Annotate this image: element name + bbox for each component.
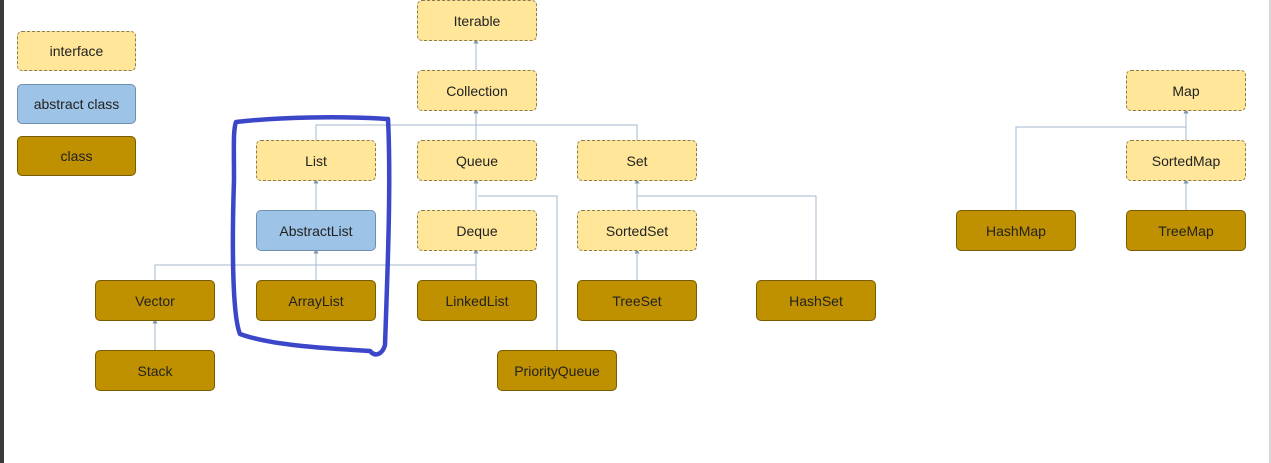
node-sortedmap-label: SortedMap <box>1151 152 1221 169</box>
node-hashset: HashSet <box>756 280 876 321</box>
node-set-label: Set <box>626 152 648 169</box>
node-set: Set <box>577 140 697 181</box>
node-deque: Deque <box>417 210 537 251</box>
window-right-edge <box>1269 0 1271 463</box>
node-stack: Stack <box>95 350 215 391</box>
node-sortedmap: SortedMap <box>1126 140 1246 181</box>
node-vector: Vector <box>95 280 215 321</box>
edge-hashmap-sortedmap-map <box>1015 111 1186 210</box>
node-arraylist-label: ArrayList <box>288 292 344 309</box>
node-treemap-label: TreeMap <box>1158 222 1214 239</box>
window-left-edge <box>0 0 4 463</box>
legend-class: class <box>17 136 136 176</box>
node-treeset-label: TreeSet <box>612 292 662 309</box>
node-abstractlist-label: AbstractList <box>279 222 353 239</box>
node-arraylist: ArrayList <box>256 280 376 321</box>
edge-list-queue-set-collection <box>315 111 638 140</box>
node-sortedset-label: SortedSet <box>605 222 669 239</box>
node-treemap: TreeMap <box>1126 210 1246 251</box>
node-hashmap: HashMap <box>956 210 1076 251</box>
legend-class-label: class <box>60 148 93 164</box>
node-priorityqueue-label: PriorityQueue <box>514 362 600 379</box>
node-queue-label: Queue <box>455 152 499 169</box>
node-vector-label: Vector <box>135 292 175 309</box>
node-iterable-label: Iterable <box>453 12 501 29</box>
node-iterable: Iterable <box>417 0 537 41</box>
node-map-label: Map <box>1172 82 1200 99</box>
edge-lists-abstractlist <box>154 251 477 280</box>
node-map: Map <box>1126 70 1246 111</box>
legend-abstract-class-label: abstract class <box>33 96 120 112</box>
legend-interface: interface <box>17 31 136 71</box>
node-collection-label: Collection <box>446 82 508 99</box>
node-sortedset: SortedSet <box>577 210 697 251</box>
node-hashset-label: HashSet <box>789 292 843 309</box>
node-linkedlist: LinkedList <box>417 280 537 321</box>
node-queue: Queue <box>417 140 537 181</box>
hand-drawn-highlight-box <box>230 115 392 357</box>
node-priorityqueue: PriorityQueue <box>497 350 617 391</box>
node-stack-label: Stack <box>137 362 173 379</box>
edge-sortedset-hashset-set <box>637 181 817 280</box>
node-linkedlist-label: LinkedList <box>445 292 509 309</box>
edge-priorityqueue-queue <box>478 195 558 350</box>
node-list: List <box>256 140 376 181</box>
node-hashmap-label: HashMap <box>986 222 1046 239</box>
node-abstractlist: AbstractList <box>256 210 376 251</box>
legend-abstract-class: abstract class <box>17 84 136 124</box>
node-treeset: TreeSet <box>577 280 697 321</box>
node-deque-label: Deque <box>456 222 498 239</box>
node-collection: Collection <box>417 70 537 111</box>
node-list-label: List <box>305 152 327 169</box>
legend-interface-label: interface <box>49 43 104 59</box>
